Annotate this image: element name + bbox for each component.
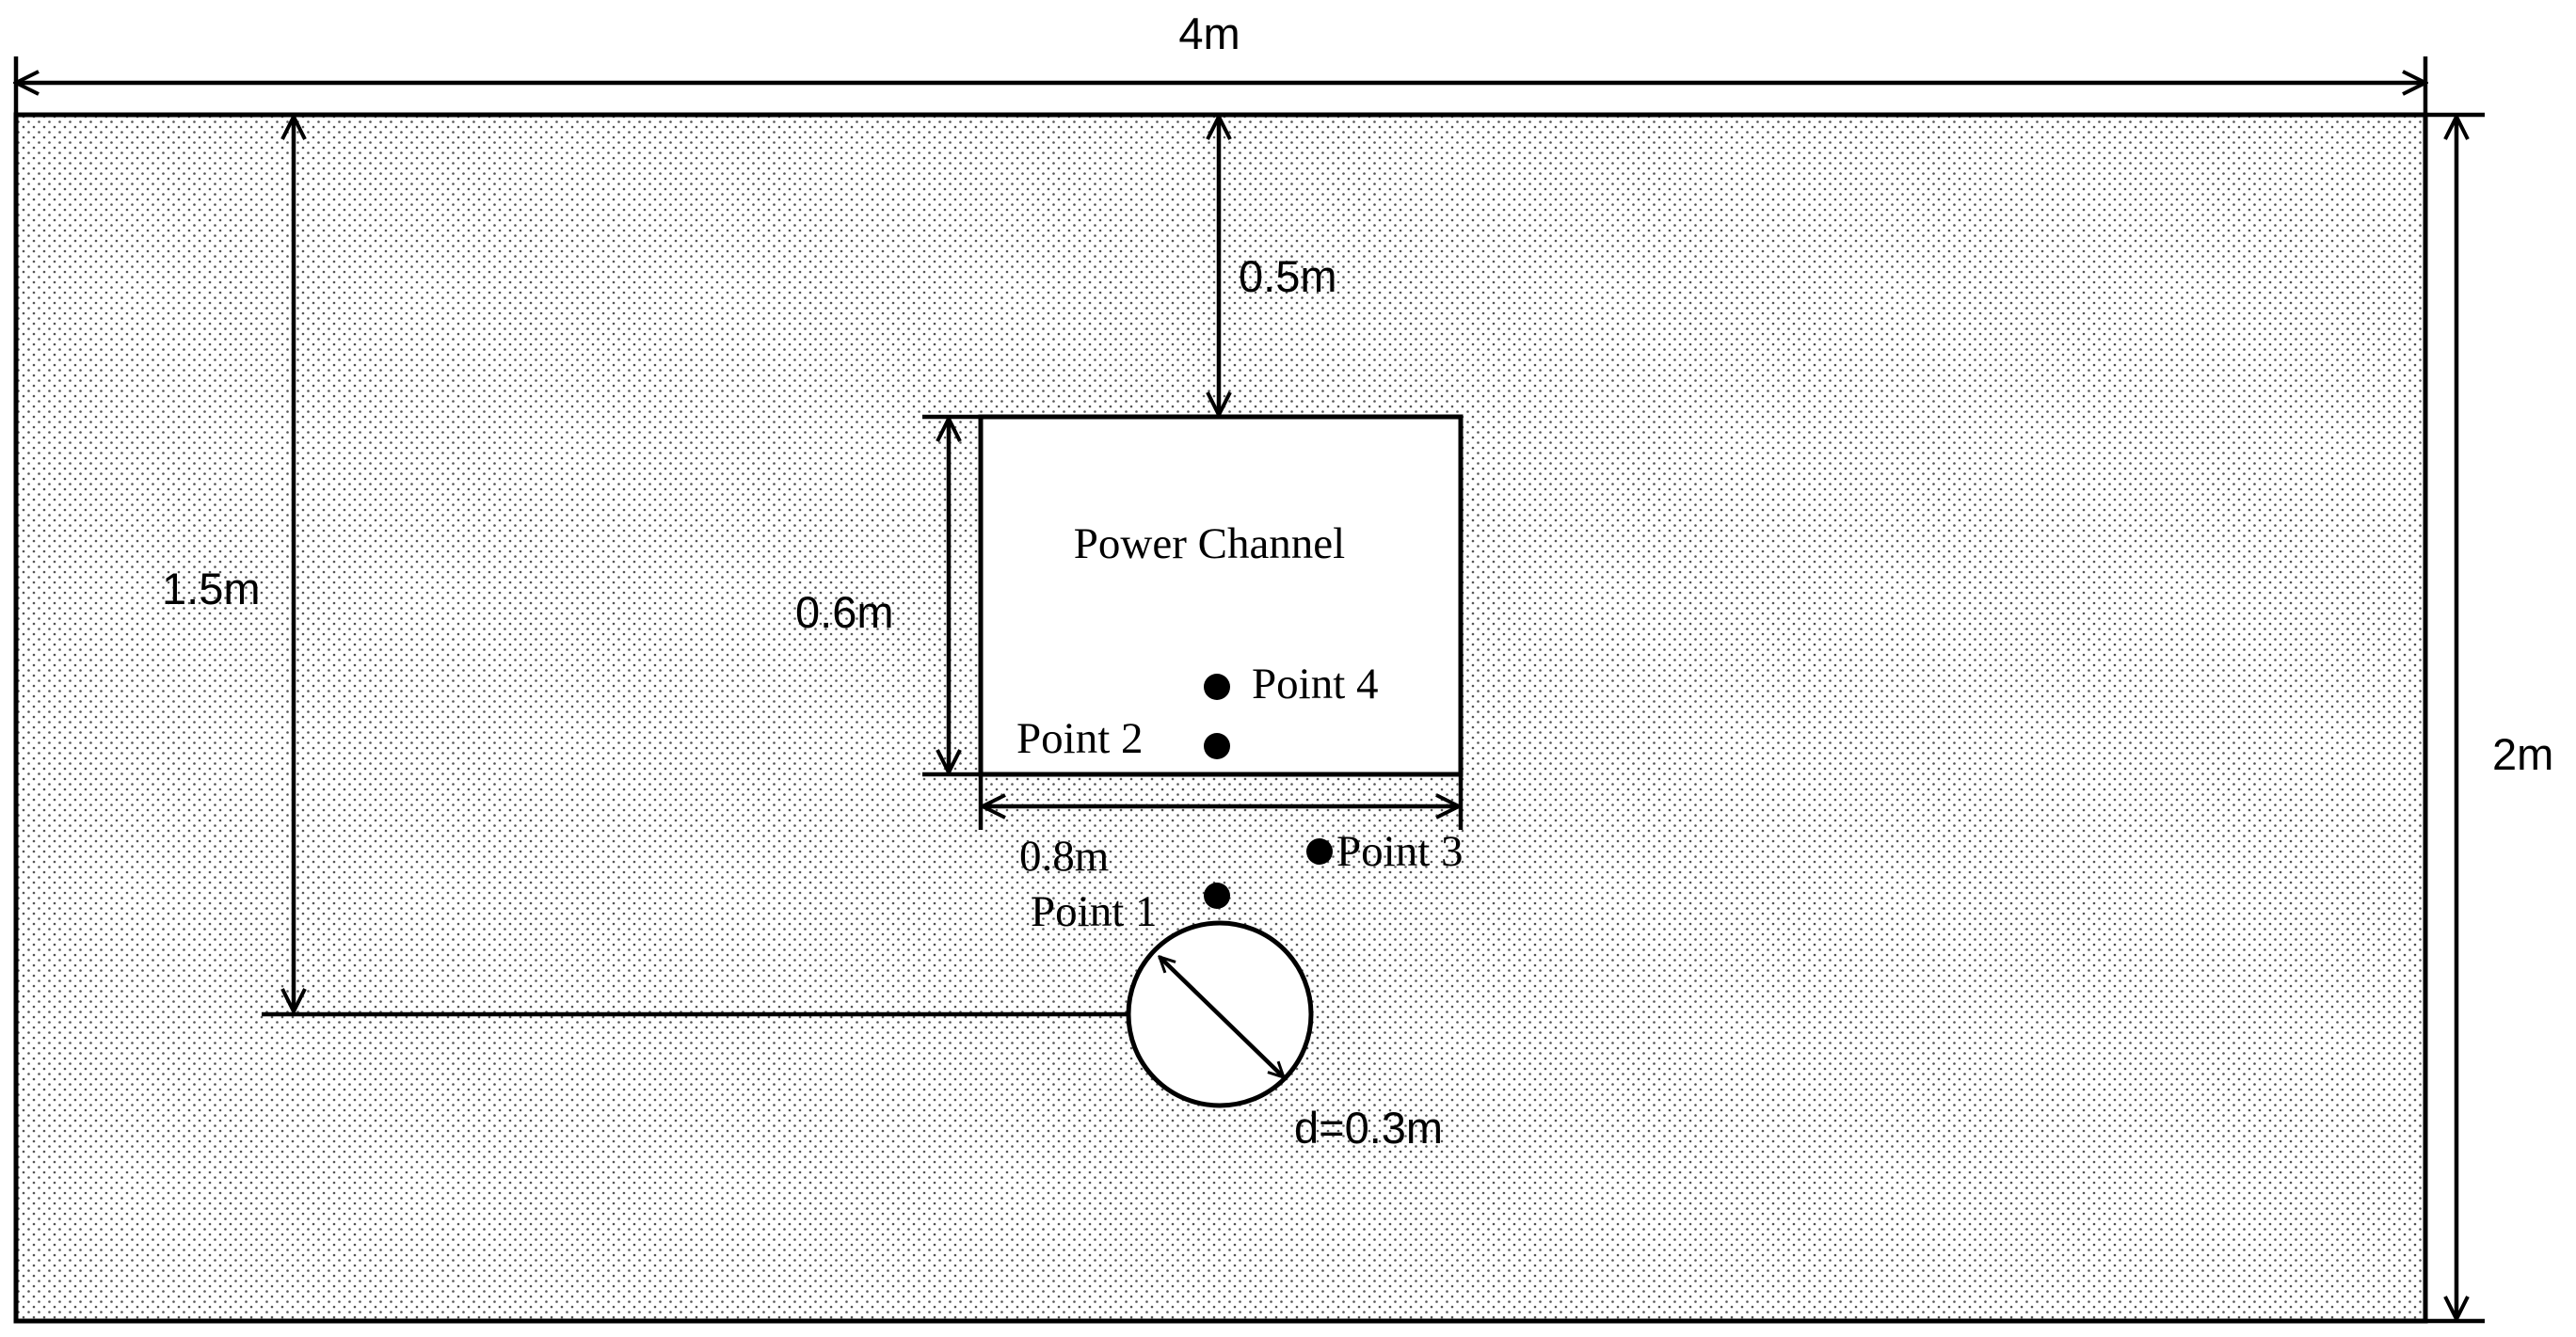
depth-label: 1.5m [162,564,261,613]
channel-height-label: 0.6m [795,587,894,637]
point-4-label: Point 4 [1252,660,1379,708]
height-label: 2m [2492,729,2553,779]
pipe-diameter-label: d=0.3m [1294,1103,1443,1153]
point-3-label: Point 3 [1336,827,1464,876]
point-2-marker [1204,733,1230,759]
channel-title: Power Channel [1074,519,1345,568]
point-1-marker [1204,883,1230,909]
point-3-marker [1306,838,1333,865]
pipe-diameter-arrow [1160,957,1284,1077]
cover-label: 0.5m [1239,251,1337,301]
width-label: 4m [1178,8,1240,58]
point-2-label: Point 2 [1016,714,1144,763]
channel-width-label: 0.8m [1019,832,1109,881]
power-channel-box [978,414,1464,777]
point-4-marker [1204,674,1230,700]
point-1-label: Point 1 [1031,887,1158,936]
